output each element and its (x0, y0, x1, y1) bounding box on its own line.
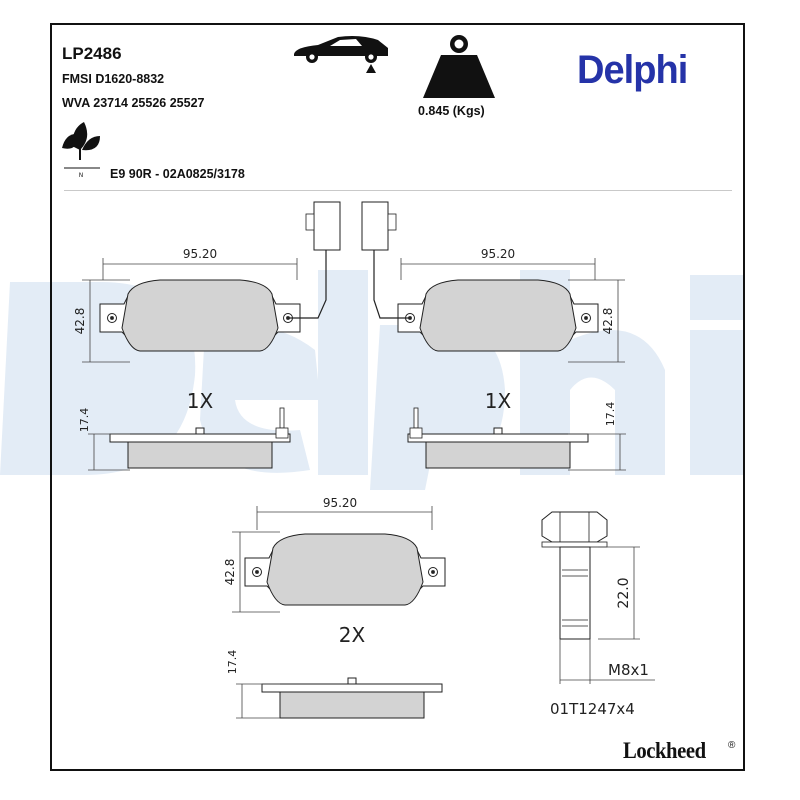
registered-mark: ® (728, 740, 736, 751)
drawing-frame (50, 23, 745, 771)
weight-value: 0.845 (Kgs) (418, 104, 485, 118)
header-separator (64, 190, 732, 191)
wva-numbers: WVA 23714 25526 25527 (62, 96, 205, 110)
brand-logo: Delphi (577, 48, 688, 92)
fmsi-number: FMSI D1620-8832 (62, 72, 165, 86)
manufacturer-logo: Lockheed (623, 738, 706, 763)
product-code: LP2486 (62, 44, 122, 63)
ece-approval: E9 90R - 02A0825/3178 (110, 167, 245, 181)
